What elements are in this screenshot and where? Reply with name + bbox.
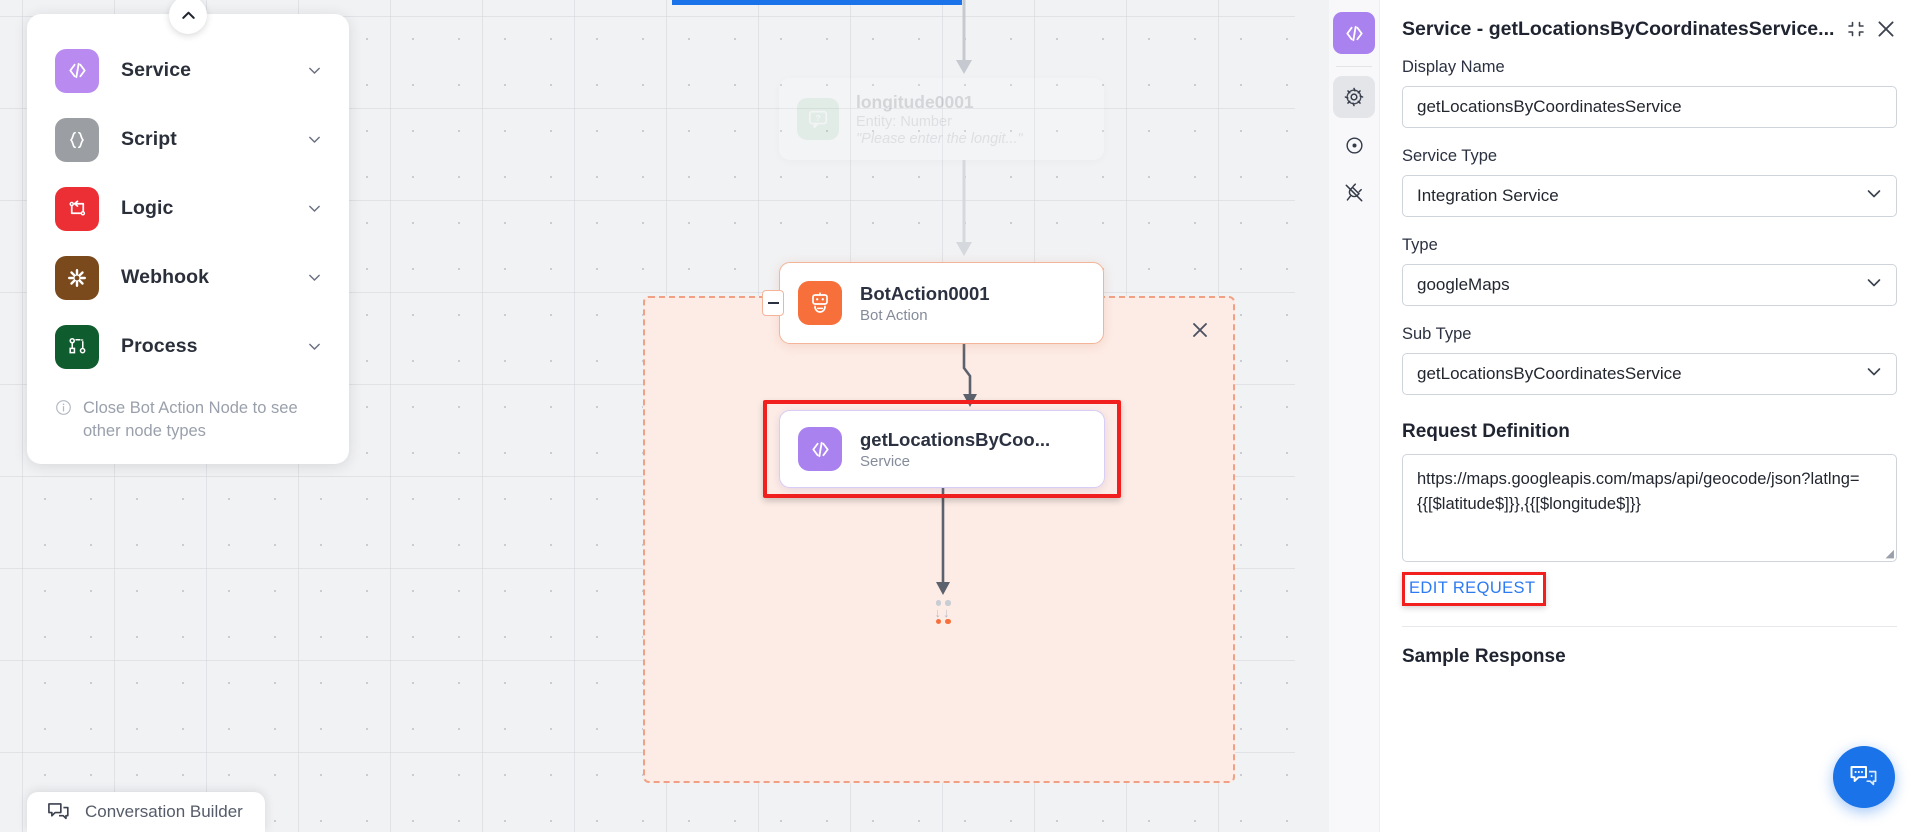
node-botaction0001[interactable]: BotAction0001 Bot Action <box>762 262 1104 344</box>
drop-dots-bottom <box>935 618 951 624</box>
chevron-down-icon[interactable] <box>306 338 323 355</box>
service-type-select[interactable] <box>1402 175 1897 217</box>
node-prompt: "Please enter the longit..." <box>856 130 1023 147</box>
palette-item-process[interactable]: Process <box>27 312 349 381</box>
field-type: Type <box>1402 236 1897 306</box>
palette-item-label: Service <box>121 59 192 81</box>
palette-item-service[interactable]: Service <box>27 36 349 105</box>
palette-note: Close Bot Action Node to see other node … <box>55 397 319 444</box>
node-getlocationsbycoordinates-service[interactable]: getLocationsByCoo... Service <box>779 410 1105 488</box>
palette-item-label: Script <box>121 128 177 150</box>
chevron-up-icon[interactable] <box>169 0 207 34</box>
rail-divider <box>1336 66 1372 67</box>
conversation-builder-label: Conversation Builder <box>85 802 243 821</box>
drop-target-indicator[interactable]: ↓↓ <box>928 600 958 624</box>
asterisk-burst-icon <box>55 255 99 300</box>
palette-note-text: Close Bot Action Node to see other node … <box>83 399 298 441</box>
robot-icon <box>798 281 842 325</box>
node-subtitle: Bot Action <box>860 306 928 324</box>
info-icon <box>56 400 71 415</box>
node-title: getLocationsByCoo... <box>860 428 1051 450</box>
close-icon[interactable] <box>1871 14 1901 44</box>
panel-body: Display Name Service Type Type <box>1380 58 1919 832</box>
display-name-input[interactable] <box>1402 86 1897 128</box>
curly-braces-icon <box>55 117 99 162</box>
entity-question-bubble-icon: ? <box>797 98 839 140</box>
edit-request-highlight: EDIT REQUEST <box>1402 572 1547 606</box>
node-subtitle: Entity: Number <box>856 113 952 130</box>
panel-header: Service - getLocationsByCoordinatesServi… <box>1380 0 1919 58</box>
sub-type-select[interactable] <box>1402 353 1897 395</box>
node-subtitle: Service <box>860 452 911 470</box>
plug-off-icon <box>1345 183 1363 202</box>
field-label: Sub Type <box>1402 325 1472 343</box>
field-label: Display Name <box>1402 58 1505 76</box>
panel-title: Service - getLocationsByCoordinatesServi… <box>1402 17 1835 40</box>
chevron-down-icon[interactable] <box>306 131 323 148</box>
collapse-corners-icon[interactable] <box>1841 14 1871 44</box>
node-graph-icon <box>55 324 99 369</box>
node-longitude0001[interactable]: ? longitude0001 Entity: Number "Please e… <box>779 78 1104 160</box>
panel-divider <box>1402 626 1897 627</box>
flow-canvas[interactable]: ? longitude0001 Entity: Number "Please e… <box>0 0 1295 832</box>
connector-service-to-drop <box>936 488 950 595</box>
code-brackets-icon <box>798 427 842 471</box>
conversation-builder-button[interactable]: Conversation Builder <box>27 792 265 832</box>
sample-response-title: Sample Response <box>1402 646 1566 667</box>
connector-ghost-to-botaction <box>956 160 972 256</box>
group-close-icon[interactable] <box>1186 316 1214 344</box>
target-circle-icon <box>1345 136 1363 154</box>
chat-bubbles-icon <box>48 803 69 820</box>
node-title: longitude0001 <box>856 91 974 112</box>
chevron-down-icon[interactable] <box>306 200 323 217</box>
edit-request-button[interactable]: EDIT REQUEST <box>1409 579 1536 597</box>
service-node-highlight <box>763 400 1121 498</box>
request-definition-textarea[interactable]: https://maps.googleapis.com/maps/api/geo… <box>1402 454 1897 562</box>
field-service-type: Service Type <box>1402 147 1897 217</box>
field-display-name: Display Name <box>1402 58 1897 128</box>
field-label: Type <box>1402 236 1438 254</box>
palette-item-webhook[interactable]: Webhook <box>27 243 349 312</box>
drop-dots-top <box>935 600 951 606</box>
panel-icon-rail <box>1329 0 1380 832</box>
rail-item-service[interactable] <box>1333 12 1375 54</box>
chat-bubbles-icon <box>1850 766 1877 786</box>
node-title: BotAction0001 <box>860 282 990 304</box>
drop-arrows-icon: ↓↓ <box>934 604 952 620</box>
palette-item-logic[interactable]: Logic <box>27 174 349 243</box>
field-sub-type: Sub Type <box>1402 325 1897 395</box>
palette-item-label: Logic <box>121 197 174 219</box>
chevron-down-icon[interactable] <box>306 62 323 79</box>
code-brackets-icon <box>55 48 99 93</box>
top-progress-bar <box>672 0 962 5</box>
loop-arrows-icon <box>55 186 99 231</box>
rail-item-trigger[interactable] <box>1333 124 1375 166</box>
rail-item-connection[interactable] <box>1333 172 1375 214</box>
chevron-down-icon[interactable] <box>306 269 323 286</box>
code-brackets-icon <box>1345 25 1363 41</box>
palette-item-script[interactable]: Script <box>27 105 349 174</box>
minus-icon[interactable] <box>762 290 784 316</box>
palette-item-label: Webhook <box>121 266 210 288</box>
rail-item-settings[interactable] <box>1333 76 1375 118</box>
field-label: Service Type <box>1402 147 1498 165</box>
svg-text:?: ? <box>815 114 820 123</box>
palette-item-label: Process <box>121 335 198 357</box>
gear-icon <box>1344 87 1364 107</box>
chat-fab-button[interactable] <box>1833 746 1895 808</box>
node-type-palette: Service Script <box>27 0 349 464</box>
connector-top <box>956 0 972 74</box>
request-definition-title: Request Definition <box>1402 421 1570 442</box>
type-select[interactable] <box>1402 264 1897 306</box>
service-properties-panel: Service - getLocationsByCoordinatesServi… <box>1380 0 1919 832</box>
